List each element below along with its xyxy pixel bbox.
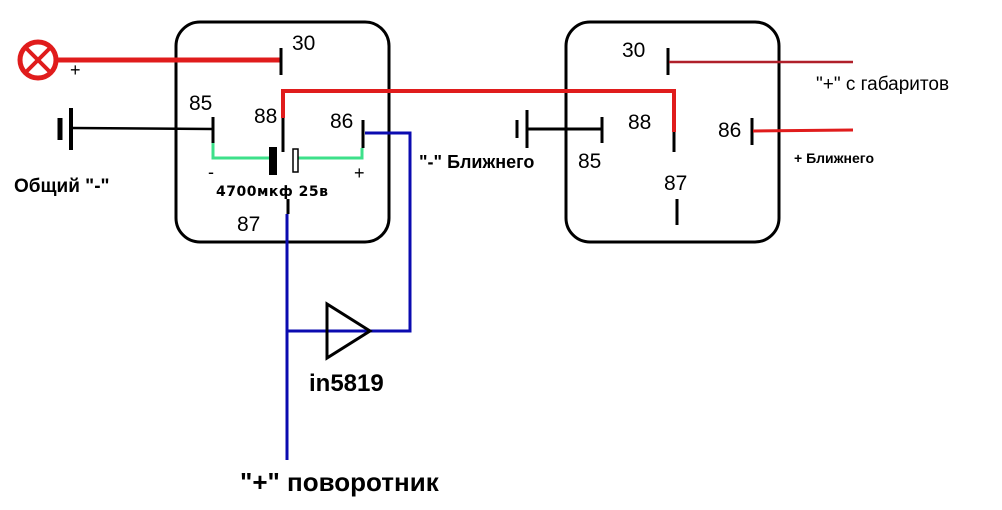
turn-signal-plus-label: "+" поворотник: [240, 467, 440, 497]
cap-minus-label: -: [208, 162, 214, 182]
ground-icon-right: [515, 110, 529, 148]
diode-label: in5819: [309, 370, 384, 397]
pin-label-86-right: 86: [718, 119, 741, 142]
lamp-plus-label: +: [70, 60, 81, 80]
low-beam-minus-label: "-" Ближнего: [419, 152, 534, 172]
wire-cap-minus: [211, 143, 272, 160]
pin-label-88-left: 88: [254, 105, 277, 128]
diode-icon: [325, 301, 373, 361]
pin-label-30-right: 30: [622, 39, 645, 62]
common-ground-label: Общий "-": [14, 176, 110, 197]
ground-icon: [57, 108, 73, 150]
pin-label-85-left: 85: [189, 92, 212, 115]
wire-cap-plus: [298, 148, 364, 160]
pin-label-88-right: 88: [628, 111, 651, 134]
wire-lowbeam-to-86: [752, 128, 854, 133]
capacitor-icon: [269, 147, 299, 175]
cap-plus-label: +: [354, 163, 365, 183]
pin-label-87-left: 87: [237, 213, 260, 236]
wire-ground-to-85: [70, 126, 214, 131]
low-beam-plus-label: + Ближнего: [794, 150, 874, 166]
wire-88-to-88: [281, 89, 676, 132]
parking-plus-label: "+" с габаритов: [816, 74, 949, 95]
pin-label-30-left: 30: [292, 32, 315, 55]
pin-label-86-left: 86: [330, 110, 353, 133]
lamp-icon: [17, 39, 59, 81]
pin-label-87-right: 87: [664, 172, 687, 195]
capacitor-label: 4700мкф 25в: [216, 184, 329, 200]
pin-label-85-right: 85: [578, 150, 601, 173]
wire-86-to-diode: [365, 131, 412, 333]
